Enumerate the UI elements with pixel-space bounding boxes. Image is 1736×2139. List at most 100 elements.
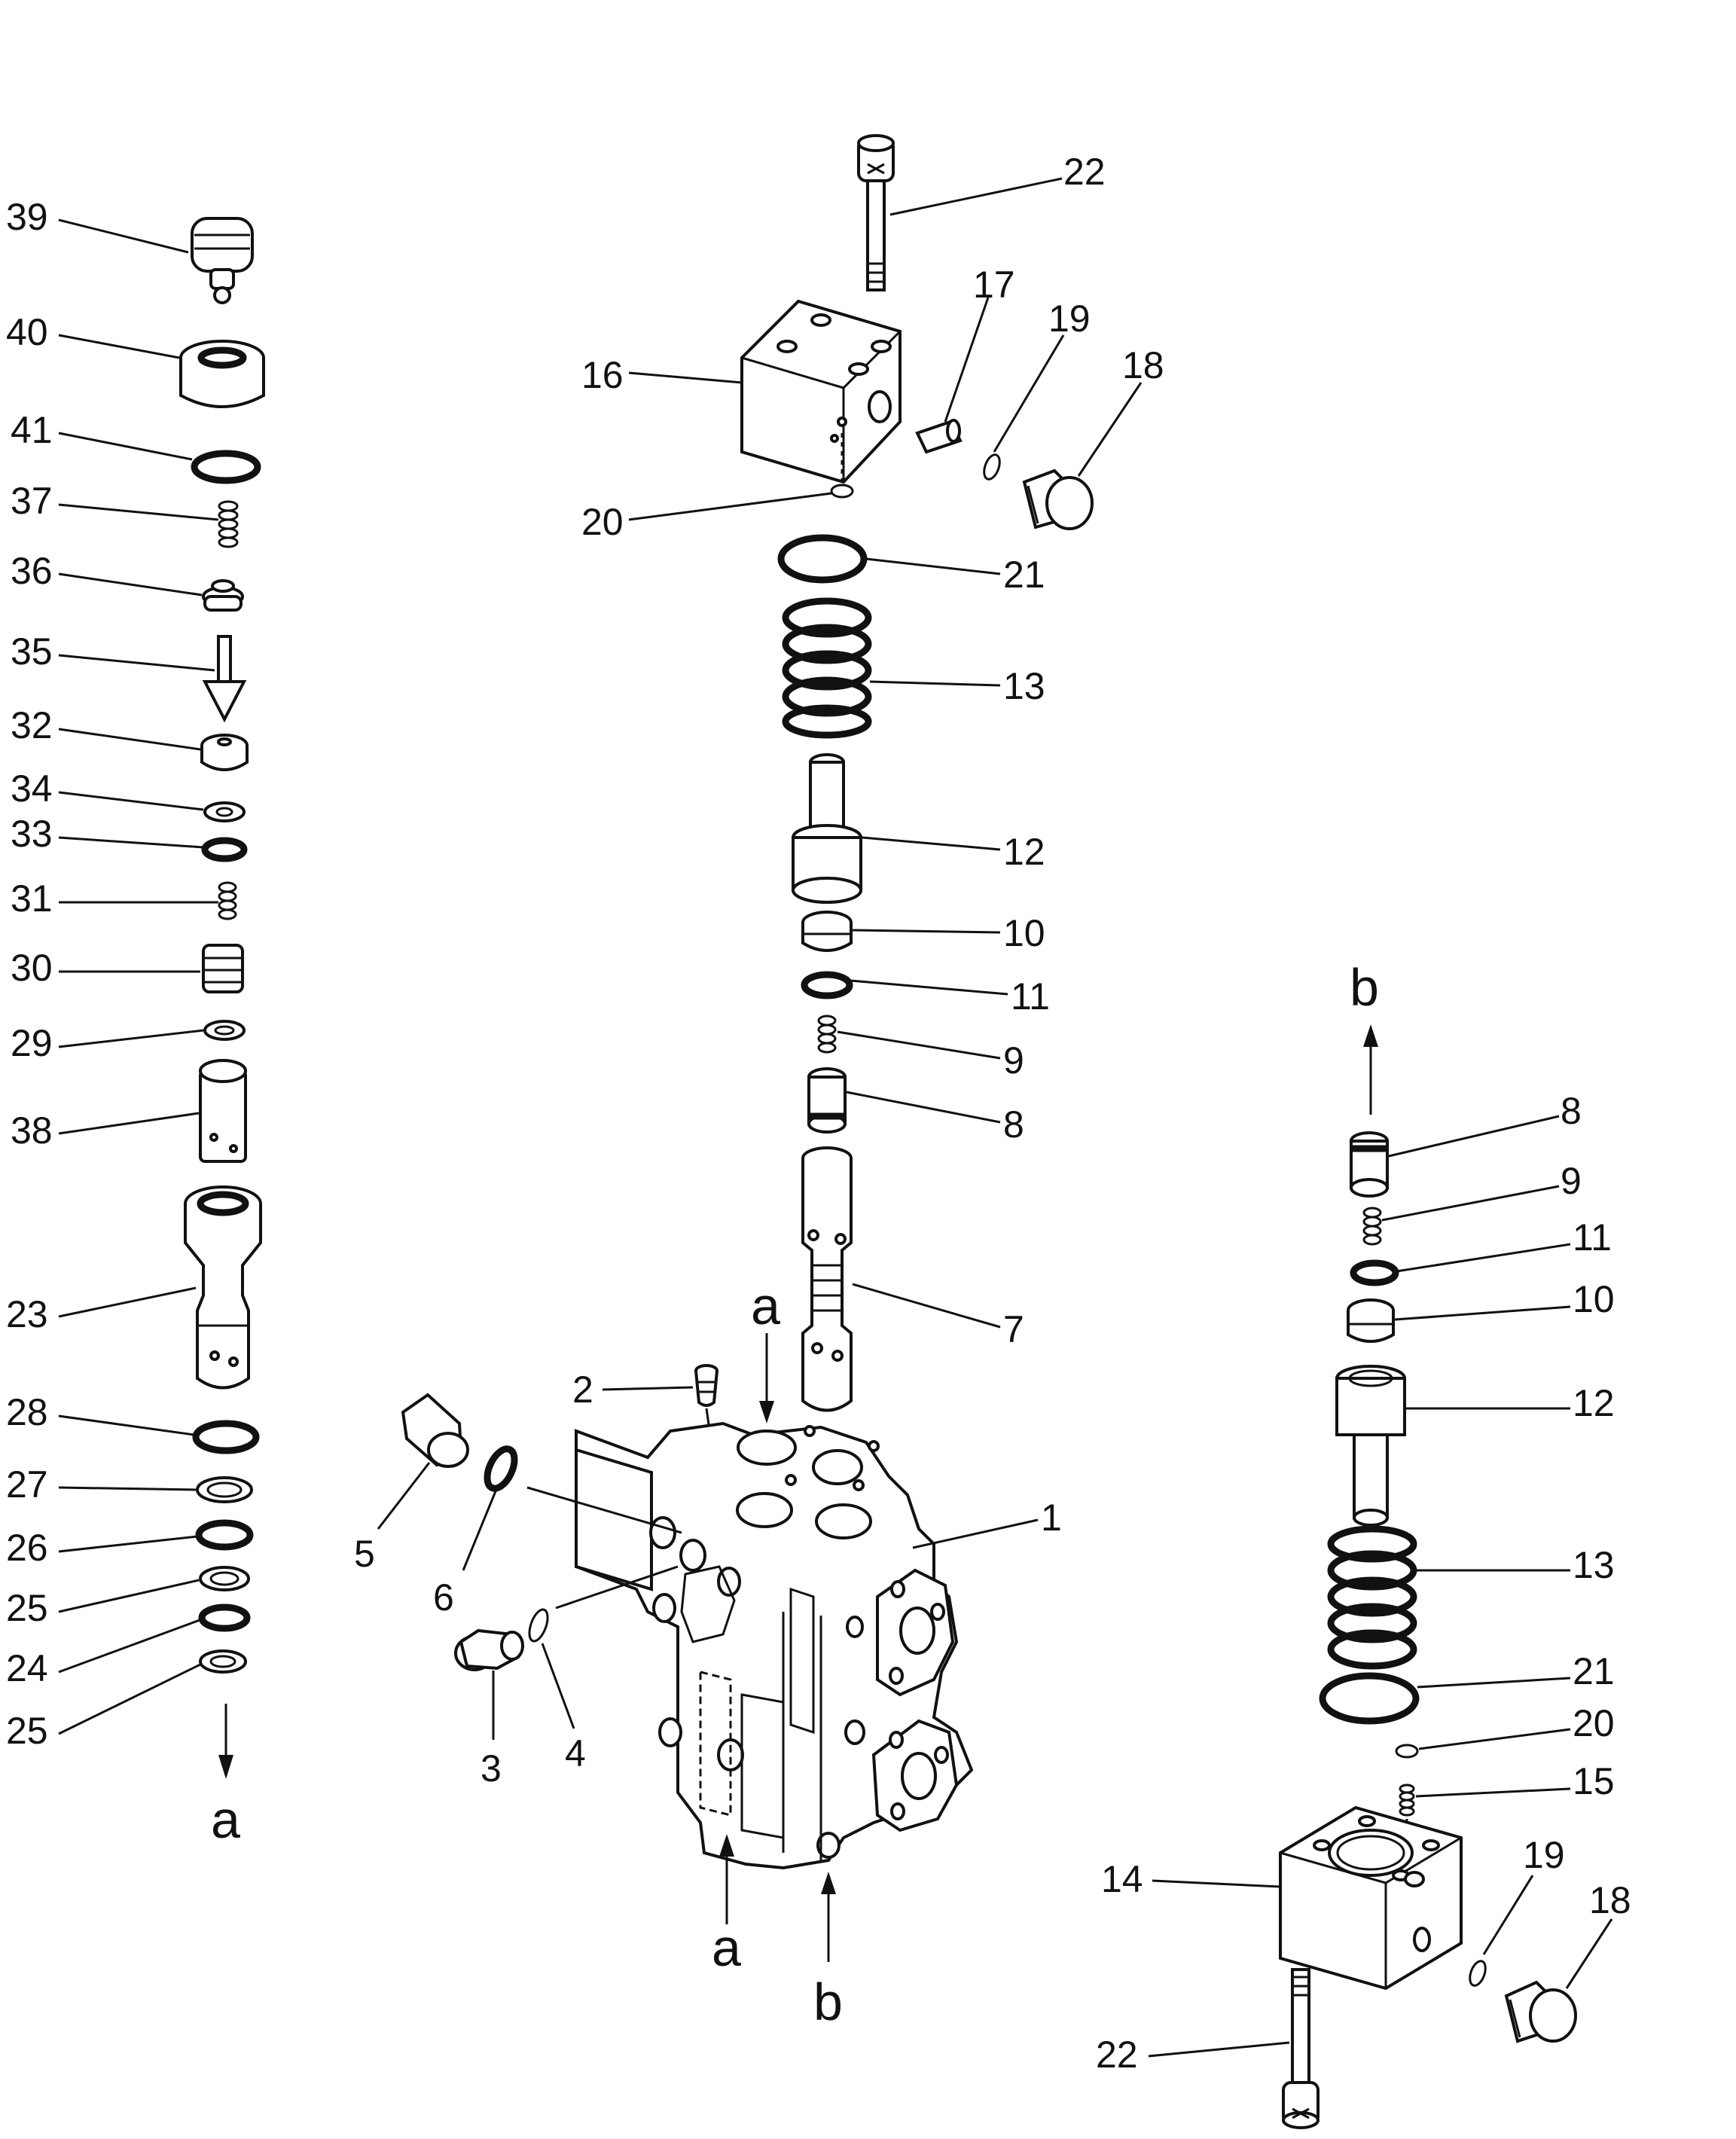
part-12-retainer-right (1335, 1365, 1406, 1527)
middle-column-parts (401, 134, 1094, 1962)
part-40-nut (179, 340, 265, 408)
part-25-backup-ring (199, 1566, 250, 1591)
part-2-plug (694, 1364, 719, 1407)
left-callout-labels: 39 40 41 37 36 35 32 34 33 31 30 29 38 2… (6, 196, 240, 1849)
part-8-piston (807, 1067, 847, 1134)
flow-arrow-bottom-b (821, 1872, 836, 1962)
flow-arrow-left-a (218, 1704, 233, 1779)
part-23-valve-body (184, 1185, 262, 1390)
part-11-o-ring-right (1350, 1259, 1399, 1286)
flow-arrow-right-b (1363, 1024, 1378, 1115)
part-13-spring-right (1327, 1525, 1417, 1670)
part-29-washer (203, 1020, 246, 1041)
part-4-o-ring (528, 1608, 549, 1643)
part-27-backup-ring (196, 1476, 253, 1503)
callout-8-right: 8 (1561, 1090, 1582, 1132)
middle-leader-lines (377, 177, 1143, 1740)
callout-14: 14 (1101, 1858, 1143, 1900)
right-column-parts (1279, 1024, 1577, 2129)
callout-12-top: 12 (1003, 831, 1045, 873)
part-20-o-ring (830, 484, 854, 499)
callout-37: 37 (11, 480, 53, 522)
flow-marker-bottom-a: a (712, 1918, 741, 1977)
part-36-seat (202, 579, 244, 612)
callout-33: 33 (11, 813, 53, 855)
part-41-o-ring (191, 450, 261, 484)
part-26-o-ring (195, 1519, 254, 1551)
callout-31: 31 (11, 877, 53, 920)
part-32-seat (200, 734, 249, 771)
callout-9-right: 9 (1561, 1160, 1582, 1202)
left-leader-lines (58, 218, 219, 1735)
part-35-poppet (202, 635, 247, 723)
callout-15: 15 (1573, 1760, 1615, 1802)
flow-marker-top-a: a (751, 1277, 780, 1335)
callout-32: 32 (11, 704, 53, 746)
callout-17: 17 (973, 264, 1015, 306)
callout-20-top: 20 (581, 501, 624, 543)
callout-22-top: 22 (1063, 151, 1106, 193)
flow-marker-right-b: b (1350, 958, 1379, 1017)
callout-30: 30 (11, 947, 53, 989)
callout-11-right: 11 (1573, 1216, 1612, 1259)
part-24-o-ring (198, 1603, 251, 1632)
part-16-cover-block (740, 299, 902, 484)
part-10-seat-right (1347, 1298, 1395, 1343)
callout-18-top: 18 (1122, 344, 1164, 386)
callout-26: 26 (6, 1527, 48, 1569)
callout-7: 7 (1003, 1308, 1024, 1350)
callout-10-top: 10 (1003, 912, 1045, 954)
flow-marker-left-a: a (211, 1790, 240, 1849)
part-9-spring-right (1362, 1207, 1382, 1246)
callout-4: 4 (565, 1732, 586, 1774)
part-18-plug (1022, 468, 1094, 530)
callout-19-top: 19 (1048, 298, 1091, 340)
callout-22-bottom: 22 (1096, 2034, 1138, 2076)
part-37-spring (218, 500, 239, 548)
part-17-pin (915, 419, 963, 454)
part-22-bolt-bottom (1282, 1968, 1320, 2129)
callout-35: 35 (11, 630, 53, 673)
part-28-o-ring (192, 1420, 260, 1454)
part-30-piston (202, 944, 244, 993)
callout-1: 1 (1041, 1497, 1062, 1539)
part-38-sleeve (199, 1059, 247, 1163)
part-25-backup-ring-lower (199, 1649, 247, 1674)
part-34-washer (203, 801, 246, 822)
part-11-o-ring (801, 971, 853, 999)
callout-28: 28 (6, 1391, 48, 1433)
part-15-spring (1399, 1784, 1415, 1868)
callout-12-right: 12 (1573, 1382, 1615, 1424)
callout-21-top: 21 (1003, 554, 1045, 596)
callout-13-right: 13 (1573, 1544, 1615, 1586)
callout-23: 23 (6, 1293, 48, 1335)
callout-6: 6 (433, 1576, 454, 1619)
part-20-o-ring-right (1395, 1744, 1419, 1759)
right-callout-labels: b 8 9 11 10 12 13 21 20 15 14 19 18 22 (1096, 958, 1631, 2076)
callout-36: 36 (11, 550, 53, 592)
right-leader-lines (1148, 1115, 1613, 2058)
part-22-bolt-top (857, 134, 895, 291)
part-13-spring (782, 597, 872, 739)
part-3-plug (454, 1628, 524, 1671)
part-1-valve-body (575, 1421, 974, 1870)
left-column-parts (179, 217, 265, 1779)
callout-13-top: 13 (1003, 665, 1045, 707)
callout-27: 27 (6, 1463, 48, 1506)
part-33-o-ring (201, 837, 248, 862)
part-12-retainer (792, 753, 862, 904)
callout-25-upper: 25 (6, 1587, 48, 1629)
part-9-spring (817, 1015, 837, 1054)
part-8-piston-right (1350, 1131, 1389, 1198)
callout-34: 34 (11, 767, 53, 810)
callout-20-right: 20 (1573, 1702, 1615, 1744)
callout-21-right: 21 (1573, 1650, 1615, 1692)
part-10-seat (801, 911, 853, 952)
callout-3: 3 (481, 1747, 502, 1790)
part-31-spring (218, 881, 237, 920)
flow-arrow-bottom-a (719, 1834, 734, 1924)
callout-16: 16 (581, 354, 624, 396)
callout-9-top: 9 (1003, 1039, 1024, 1082)
